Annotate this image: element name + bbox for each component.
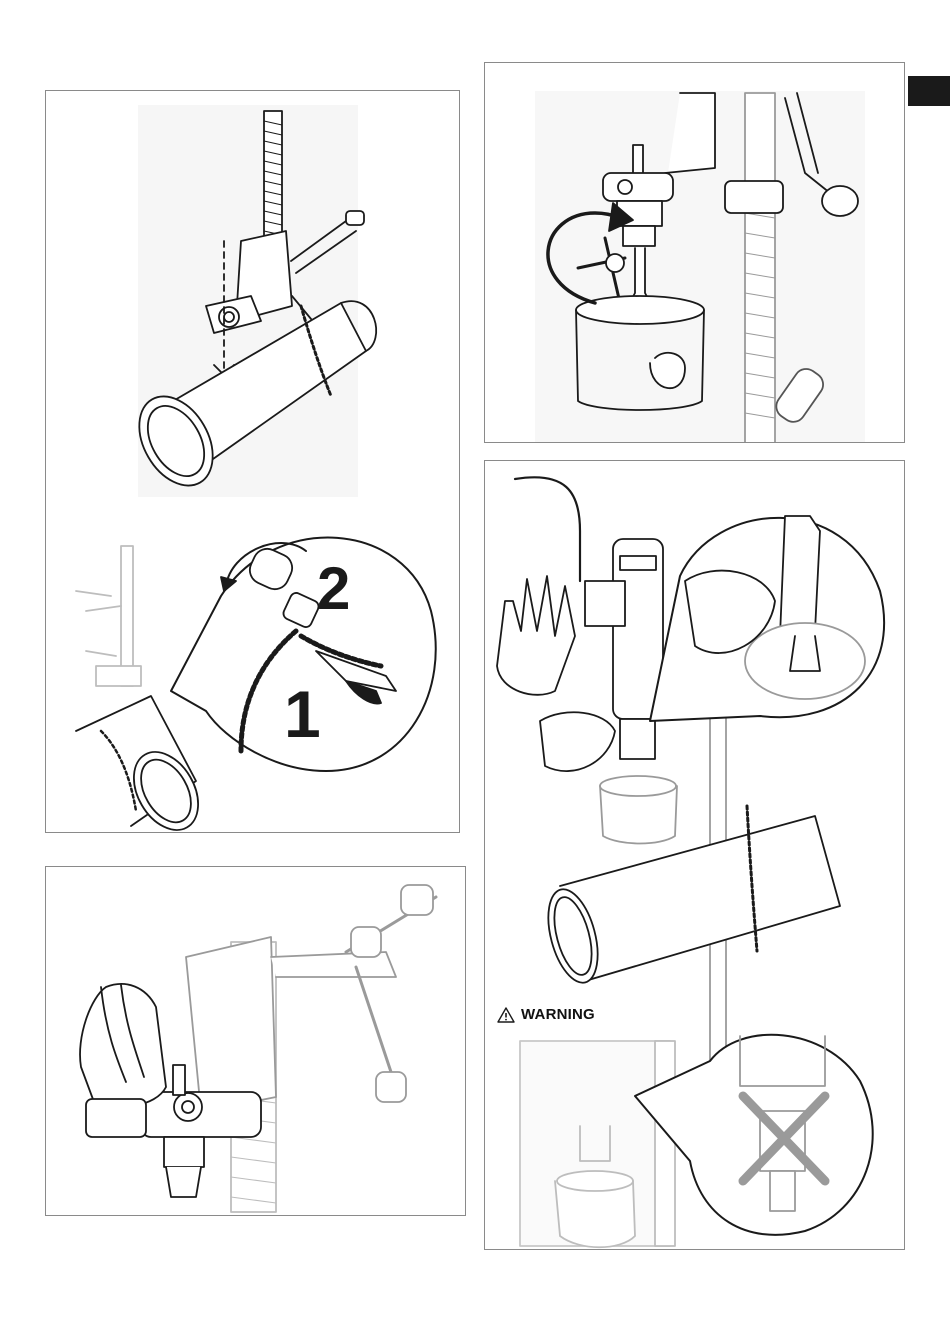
step-number-two: 2 [317, 559, 350, 619]
language-tab-marker [908, 76, 950, 106]
warning-label: WARNING [497, 1006, 595, 1023]
figure-chuck-tightening [484, 62, 905, 443]
figure-drill-mounted-and-warning [484, 460, 905, 1250]
figure-stand-mounting-on-pipe: 2 1 [45, 90, 460, 833]
warning-triangle-icon [497, 1007, 515, 1023]
warning-text: WARNING [521, 1006, 595, 1023]
figure-drill-attached-to-stand [45, 866, 466, 1216]
step-number-one: 1 [284, 681, 321, 747]
